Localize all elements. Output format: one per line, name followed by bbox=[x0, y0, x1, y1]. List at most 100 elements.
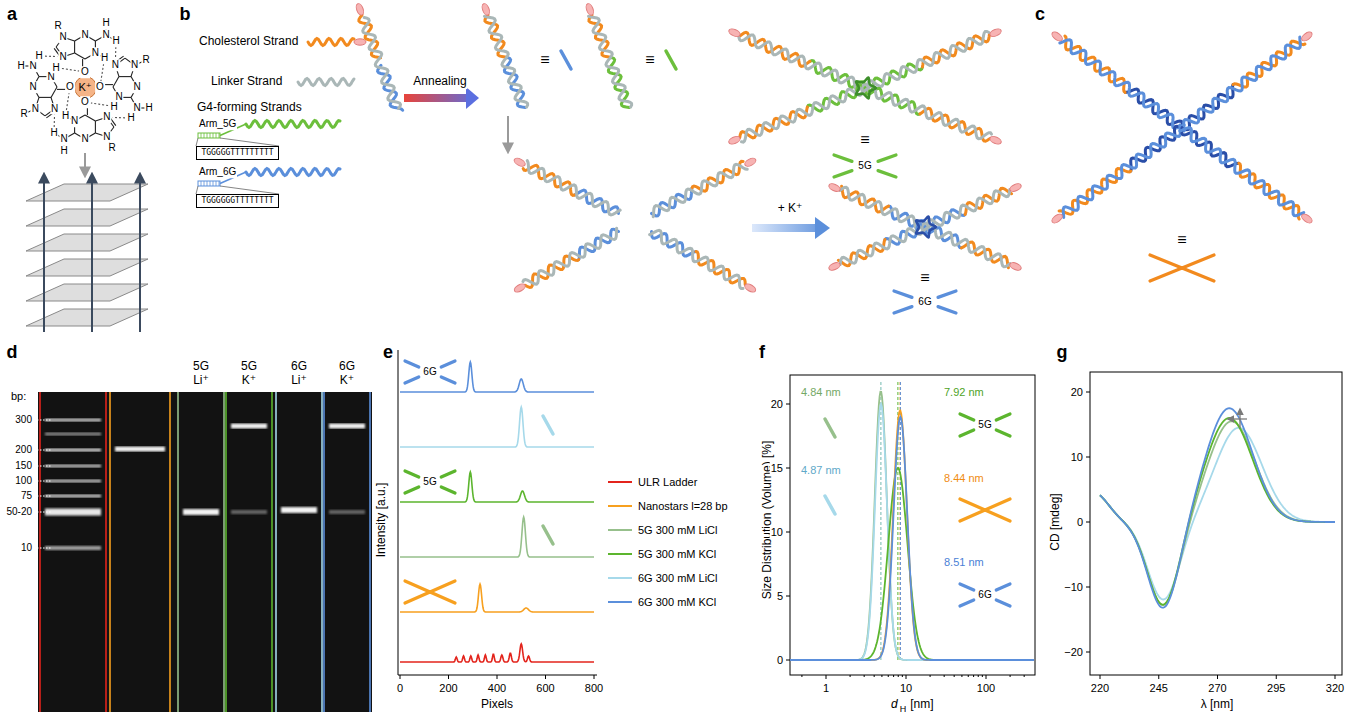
tick-mark bbox=[906, 675, 907, 679]
value-label: 4.84 nm bbox=[800, 386, 842, 399]
intensity-trace bbox=[400, 362, 594, 392]
icon-label: 6G bbox=[917, 296, 932, 308]
dna-strand bbox=[920, 108, 990, 141]
atom-label: H bbox=[144, 102, 153, 114]
cross-icon-bar bbox=[405, 592, 430, 603]
duplex-icon bbox=[561, 51, 571, 69]
arm-label: Arm_6G bbox=[198, 166, 237, 178]
size-marker: 150 bbox=[14, 460, 33, 472]
chemical-bond bbox=[75, 53, 85, 59]
strand-label: Cholesterol Strand bbox=[198, 35, 299, 49]
minor-tick bbox=[888, 675, 889, 677]
minor-tick bbox=[902, 675, 903, 677]
cholesterol-cap bbox=[989, 27, 1003, 38]
minor-tick bbox=[944, 675, 945, 677]
sequence-comb bbox=[204, 181, 205, 186]
cross-icon-bar bbox=[985, 510, 1010, 521]
size-curve bbox=[790, 411, 1034, 660]
size-curve bbox=[790, 417, 1034, 660]
k-arrow bbox=[752, 224, 816, 232]
atom-label: H bbox=[126, 112, 135, 124]
tick-label: 0 bbox=[396, 682, 404, 695]
tick-mark bbox=[1086, 652, 1090, 653]
sequence-comb bbox=[207, 181, 208, 186]
size-marker: 100 bbox=[14, 475, 33, 487]
cross-icon-bar bbox=[405, 361, 419, 367]
step-label: Annealing bbox=[412, 75, 467, 89]
axis-title: λ [nm] bbox=[1200, 698, 1235, 712]
cross-icon-bar bbox=[441, 361, 455, 367]
lane-label: 5G K⁺ bbox=[235, 360, 263, 388]
sequence-comb bbox=[198, 133, 220, 138]
chemical-bond bbox=[39, 97, 51, 98]
atom-label: O bbox=[80, 66, 90, 78]
legend-line bbox=[608, 601, 632, 603]
atom-label: N bbox=[130, 59, 139, 71]
atom-label: N bbox=[80, 29, 89, 41]
dna-strand bbox=[1060, 40, 1184, 129]
tick-label: 1 bbox=[822, 682, 830, 695]
duplex-icon bbox=[543, 416, 553, 434]
sequence-comb bbox=[204, 133, 205, 138]
node-text: TGGGGGGTTTTTTTT bbox=[201, 197, 273, 206]
cholesterol-cap bbox=[354, 39, 366, 45]
axis-title: [nm] bbox=[909, 698, 934, 712]
atom-label: N bbox=[31, 103, 40, 115]
zoom-line bbox=[220, 186, 279, 194]
cross-icon-bar bbox=[894, 307, 912, 313]
dna-strand bbox=[742, 85, 864, 143]
mean-line bbox=[900, 380, 901, 660]
gel-band bbox=[115, 447, 165, 452]
cross-icon-bar bbox=[996, 414, 1010, 420]
dna-strand bbox=[739, 32, 809, 66]
tick-mark bbox=[786, 596, 790, 597]
duplex-icon bbox=[825, 496, 835, 514]
cd-curve bbox=[1100, 418, 1335, 605]
shift-arrow bbox=[1228, 418, 1247, 419]
cross-icon-bar bbox=[1182, 268, 1214, 281]
axis-title: H bbox=[899, 704, 908, 714]
equivalence-sign: ≡ bbox=[859, 131, 870, 149]
tick-label: 100 bbox=[976, 682, 996, 695]
size-curve bbox=[790, 404, 1034, 660]
tick-mark bbox=[1086, 457, 1090, 458]
gel-band bbox=[45, 495, 101, 498]
axis-line bbox=[398, 350, 399, 675]
gel-band bbox=[329, 510, 365, 514]
strand-arrow bbox=[139, 174, 141, 332]
atom-label: H bbox=[109, 101, 118, 113]
chemical-bond bbox=[113, 77, 119, 87]
zoom-line bbox=[196, 138, 198, 146]
size-curve bbox=[790, 392, 1034, 660]
value-label: 8.51 nm bbox=[943, 556, 985, 569]
lane-line bbox=[369, 392, 371, 712]
atom-label: N bbox=[80, 133, 89, 145]
atom-label: O bbox=[80, 96, 90, 108]
lane-line bbox=[275, 392, 277, 712]
axis-unit: bp: bbox=[10, 390, 27, 403]
tick-mark bbox=[786, 532, 790, 533]
intensity-trace bbox=[400, 644, 594, 662]
annealing-arrow bbox=[466, 87, 479, 109]
cross-icon-bar bbox=[834, 171, 852, 177]
cross-icon-bar bbox=[1150, 255, 1182, 268]
cholesterol-cap bbox=[828, 182, 842, 193]
cross-icon-bar bbox=[441, 377, 455, 383]
minor-tick bbox=[1024, 675, 1025, 677]
minor-tick bbox=[978, 675, 979, 677]
marker-tick bbox=[37, 420, 52, 421]
tick-label: −10 bbox=[1063, 581, 1084, 594]
legend-text: 5G 300 mM LiCl bbox=[637, 524, 718, 537]
g-quadruplex-core bbox=[856, 78, 876, 99]
axis-title: d bbox=[890, 698, 899, 712]
process-arrow bbox=[507, 116, 509, 152]
dna-strand bbox=[840, 187, 927, 229]
cholesterol-cap bbox=[481, 3, 491, 17]
lane-label: 6G Li⁺ bbox=[285, 360, 313, 388]
intensity-trace bbox=[400, 407, 594, 447]
intensity-trace bbox=[400, 472, 594, 502]
gel-band bbox=[45, 419, 101, 422]
marker-tick bbox=[37, 481, 52, 482]
cross-icon-bar bbox=[996, 584, 1010, 590]
tick-mark bbox=[497, 675, 498, 679]
